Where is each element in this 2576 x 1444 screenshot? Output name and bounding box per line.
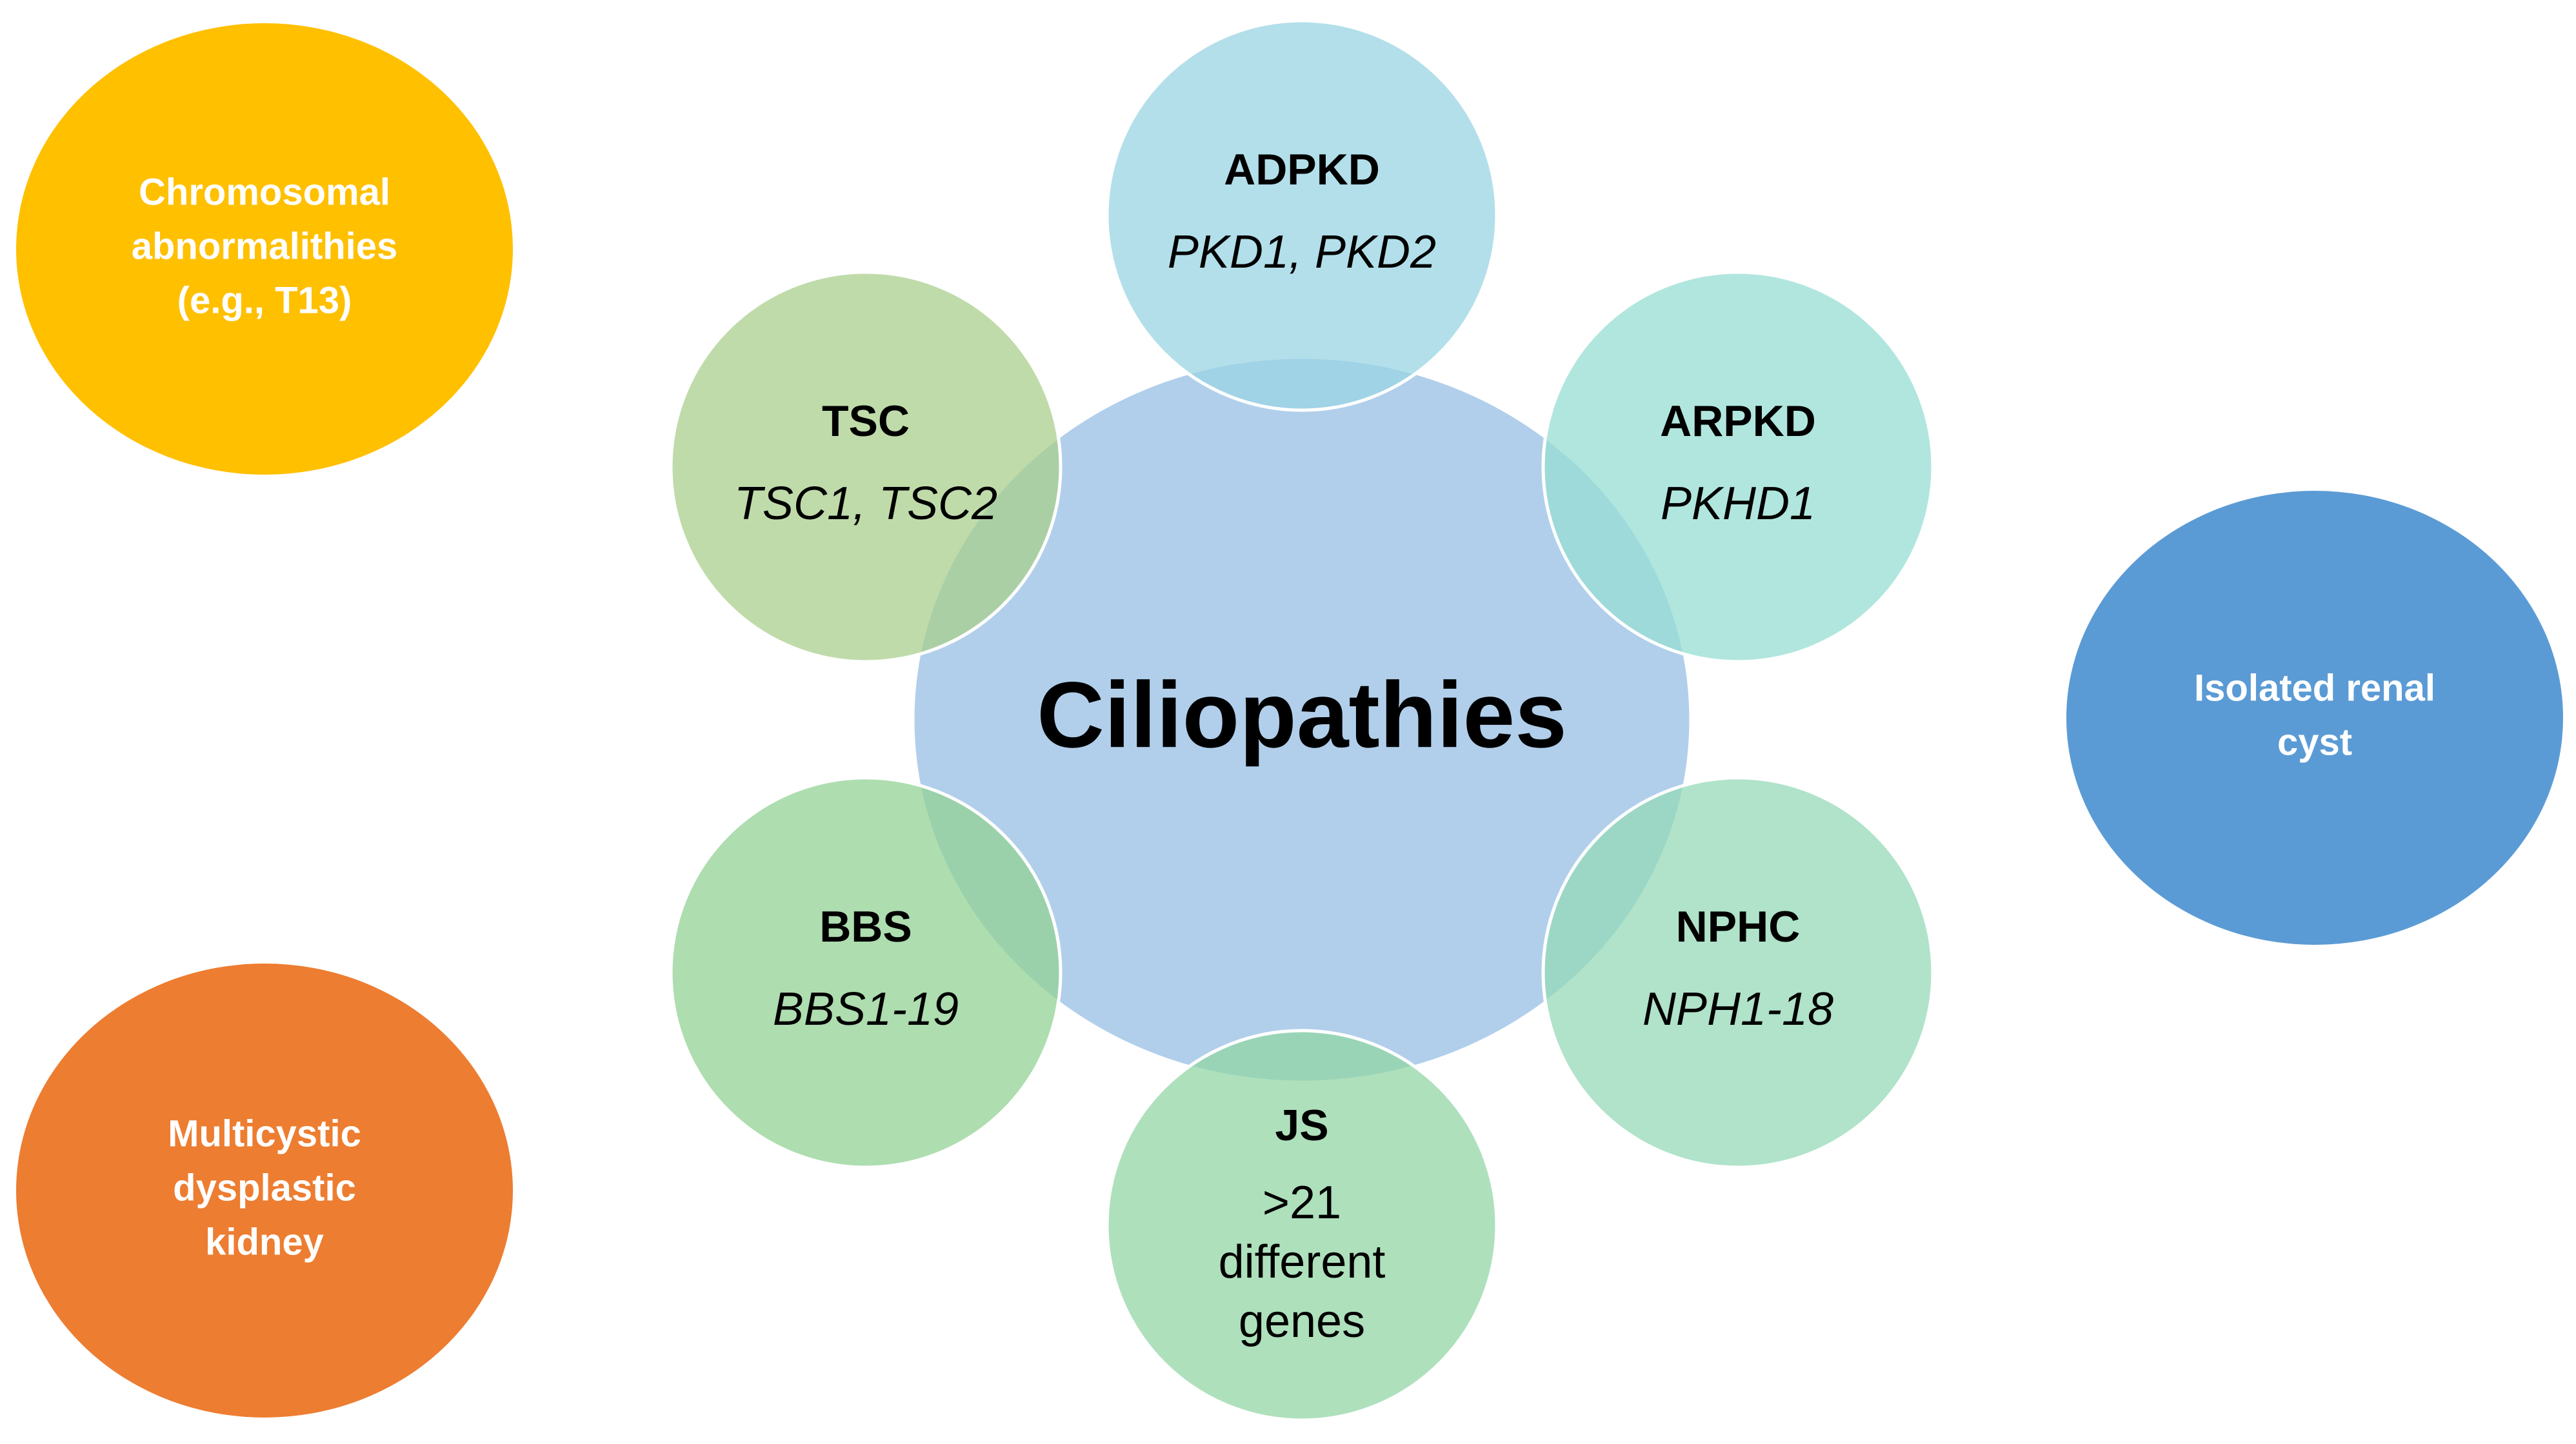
- js-genes-line: >21: [1263, 1177, 1341, 1229]
- bbs-genes: BBS1-19: [773, 984, 959, 1035]
- bbs-title: BBS: [819, 902, 912, 951]
- arpkd-circle: [1541, 270, 1935, 664]
- ciliopathies-hub-label: Ciliopathies: [1037, 662, 1567, 767]
- outer-conditions: [16, 23, 2563, 1418]
- chromosomal-ellipse: [16, 23, 513, 475]
- tsc-title: TSC: [822, 397, 910, 446]
- js-title: JS: [1275, 1101, 1328, 1150]
- tsc-genes: TSC1, TSC2: [734, 478, 997, 529]
- tsc-circle: [669, 270, 1063, 664]
- multicystic-label-line: kidney: [205, 1221, 324, 1263]
- chromosomal-label-line: Chromosomal: [139, 171, 390, 213]
- chromosomal-label-line: abnormalithies: [132, 225, 398, 267]
- satellite-group: [669, 19, 1935, 1422]
- adpkd-genes: PKD1, PKD2: [1168, 226, 1436, 278]
- nphc-genes: NPH1-18: [1642, 984, 1833, 1035]
- isolated-ellipse: [2066, 491, 2563, 945]
- adpkd-circle: [1105, 19, 1499, 412]
- arpkd-genes: PKHD1: [1661, 478, 1815, 529]
- js-genes-line: genes: [1239, 1296, 1365, 1347]
- arpkd-title: ARPKD: [1660, 397, 1816, 446]
- isolated-label-line: Isolated renal: [2194, 667, 2435, 709]
- js-circle: [1105, 1029, 1499, 1422]
- multicystic-label-line: dysplastic: [173, 1167, 356, 1209]
- js-genes-line: different: [1219, 1236, 1386, 1288]
- chromosomal-label-line: (e.g., T13): [177, 279, 352, 321]
- label-group: Chromosomal abnormalithies (e.g., T13) Mult…: [132, 145, 2435, 1347]
- bbs-circle: [669, 776, 1063, 1169]
- nphc-circle: [1541, 776, 1935, 1169]
- nphc-title: NPHC: [1676, 902, 1801, 951]
- multicystic-ellipse: [16, 964, 513, 1418]
- multicystic-label-line: Multicystic: [168, 1113, 361, 1154]
- adpkd-title: ADPKD: [1224, 145, 1380, 194]
- isolated-label-line: cyst: [2277, 721, 2352, 763]
